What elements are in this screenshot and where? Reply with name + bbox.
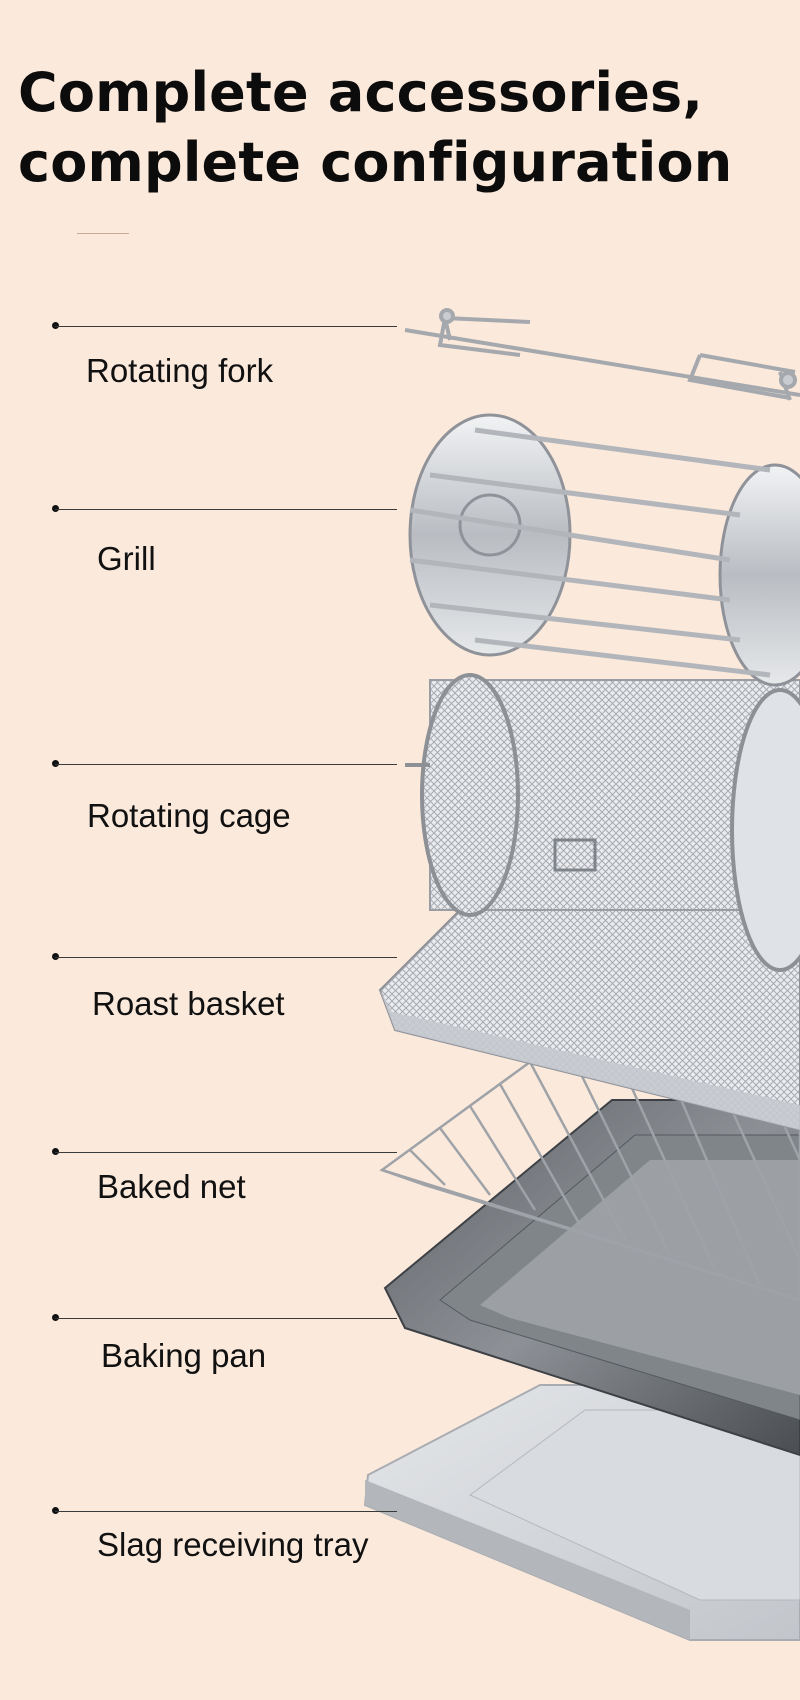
callout-line: [55, 1511, 397, 1512]
callout-dot: [52, 1314, 59, 1321]
callout-line: [55, 1318, 397, 1319]
callout-line: [55, 326, 397, 327]
accessory-label: Roast basket: [92, 985, 285, 1022]
slag-tray-icon: [363, 1384, 800, 1641]
headline-line-1: Complete accessories,: [18, 61, 704, 124]
callout-dot: [52, 322, 59, 329]
accessory-label: Baking pan: [101, 1337, 267, 1374]
callout-line: [55, 509, 397, 510]
accessory-label: Rotating fork: [86, 352, 274, 389]
accessory-label: Slag receiving tray: [97, 1526, 369, 1563]
callout-dot: [52, 953, 59, 960]
callout-line: [55, 1152, 397, 1153]
roast-basket-icon: [378, 904, 800, 1132]
callout-line: [55, 764, 397, 765]
rotating-fork-icon: [404, 308, 800, 401]
callout-dot: [52, 1507, 59, 1514]
callout-line: [55, 957, 397, 958]
callout-dot: [52, 505, 59, 512]
callout-dot: [52, 1148, 59, 1155]
accessory-label: Baked net: [97, 1168, 246, 1205]
callout-dot: [52, 760, 59, 767]
accessory-label: Grill: [97, 540, 156, 577]
rotating-cage-icon: [405, 673, 800, 972]
title-underline: [77, 233, 129, 234]
baking-pan-icon: [383, 1099, 800, 1457]
page-headline: Complete accessories, complete configura…: [18, 58, 732, 198]
headline-line-2: complete configuration: [18, 131, 733, 194]
accessory-label: Rotating cage: [87, 797, 291, 834]
grill-icon: [408, 413, 800, 687]
